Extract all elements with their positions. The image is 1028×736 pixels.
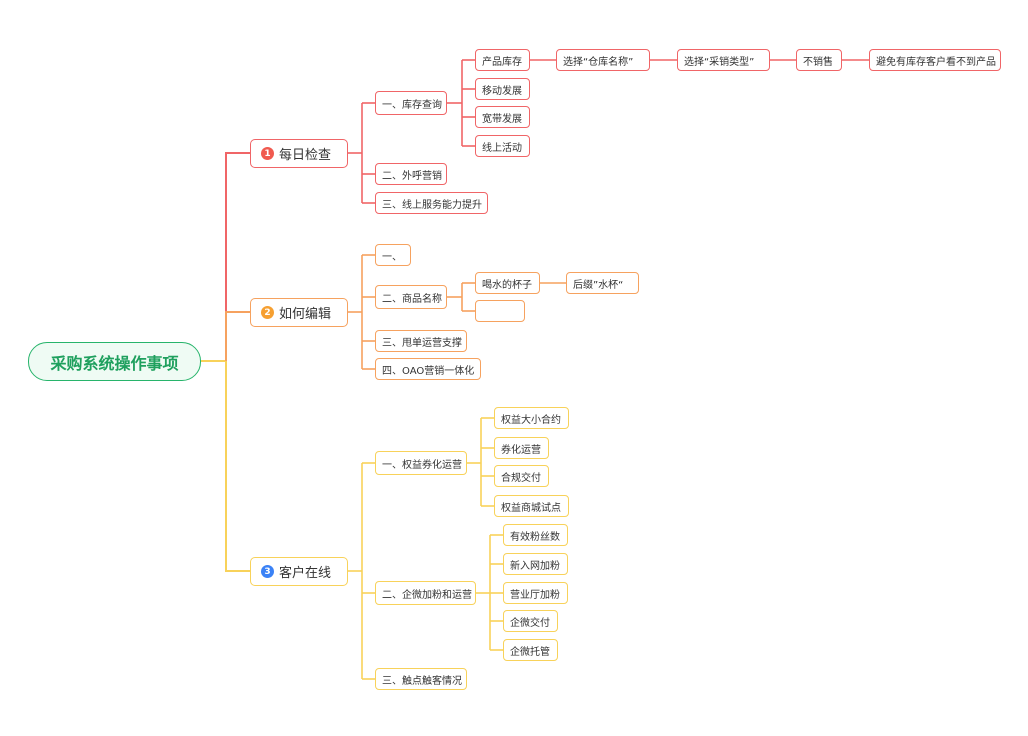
topic-coupon-ops[interactable]: 券化运营 <box>494 437 549 459</box>
topic-wecom-delivery[interactable]: 企微交付 <box>503 610 558 632</box>
topic-mobile-development[interactable]: 移动发展 <box>475 78 530 100</box>
branch-daily-check[interactable]: 1 每日检查 <box>250 139 348 168</box>
link-root-branch1 <box>225 152 250 361</box>
topic-compliant-delivery[interactable]: 合规交付 <box>494 465 549 487</box>
branch-label: 如何编辑 <box>279 307 332 322</box>
topic-drinking-cup[interactable]: 喝水的杯子 <box>475 272 540 294</box>
topic-empty[interactable] <box>475 300 525 322</box>
topic-inventory-query[interactable]: 一、库存查询 <box>375 91 447 115</box>
topic-order-support[interactable]: 三、甩单运营支撑 <box>375 330 467 352</box>
branch-label: 客户在线 <box>279 566 332 581</box>
topic-avoid-invisible-product[interactable]: 避免有库存客户看不到产品 <box>869 49 1001 71</box>
topic-item-one[interactable]: 一、 <box>375 244 411 266</box>
number-3-icon: 3 <box>261 565 274 578</box>
topic-online-activity[interactable]: 线上活动 <box>475 135 530 157</box>
topic-product-inventory[interactable]: 产品库存 <box>475 49 530 71</box>
root-topic[interactable]: 采购系统操作事项 <box>28 342 201 381</box>
topic-wecom-hosting[interactable]: 企微托管 <box>503 639 558 661</box>
topic-touchpoint-status[interactable]: 三、触点触客情况 <box>375 668 467 690</box>
link-root-branch2 <box>225 311 250 361</box>
topic-rights-contract[interactable]: 权益大小合约 <box>494 407 569 429</box>
topic-broadband-development[interactable]: 宽带发展 <box>475 106 530 128</box>
topic-new-network-fans[interactable]: 新入网加粉 <box>503 553 568 575</box>
topic-select-warehouse[interactable]: 选择“仓库名称” <box>556 49 650 71</box>
topic-product-name[interactable]: 二、商品名称 <box>375 285 447 309</box>
topic-rights-mall-pilot[interactable]: 权益商城试点 <box>494 495 569 517</box>
topic-valid-fans[interactable]: 有效粉丝数 <box>503 524 568 546</box>
number-1-icon: 1 <box>261 147 274 160</box>
branch-how-to-edit[interactable]: 2 如何编辑 <box>250 298 348 327</box>
link-root-branch3 <box>225 361 250 572</box>
topic-outbound-marketing[interactable]: 二、外呼营销 <box>375 163 447 185</box>
branch-label: 每日检查 <box>279 148 332 163</box>
topic-wecom-fans-ops[interactable]: 二、企微加粉和运营 <box>375 581 476 605</box>
topic-select-sales-type[interactable]: 选择“采销类型” <box>677 49 770 71</box>
topic-rights-coupon-ops[interactable]: 一、权益券化运营 <box>375 451 467 475</box>
number-2-icon: 2 <box>261 306 274 319</box>
topic-oao-marketing[interactable]: 四、OAO营销一体化 <box>375 358 481 380</box>
topic-not-for-sale[interactable]: 不销售 <box>796 49 842 71</box>
topic-store-fans[interactable]: 营业厅加粉 <box>503 582 568 604</box>
branch-customer-online[interactable]: 3 客户在线 <box>250 557 348 586</box>
topic-suffix-cup[interactable]: 后缀”水杯“ <box>566 272 639 294</box>
topic-online-service-improvement[interactable]: 三、线上服务能力提升 <box>375 192 488 214</box>
